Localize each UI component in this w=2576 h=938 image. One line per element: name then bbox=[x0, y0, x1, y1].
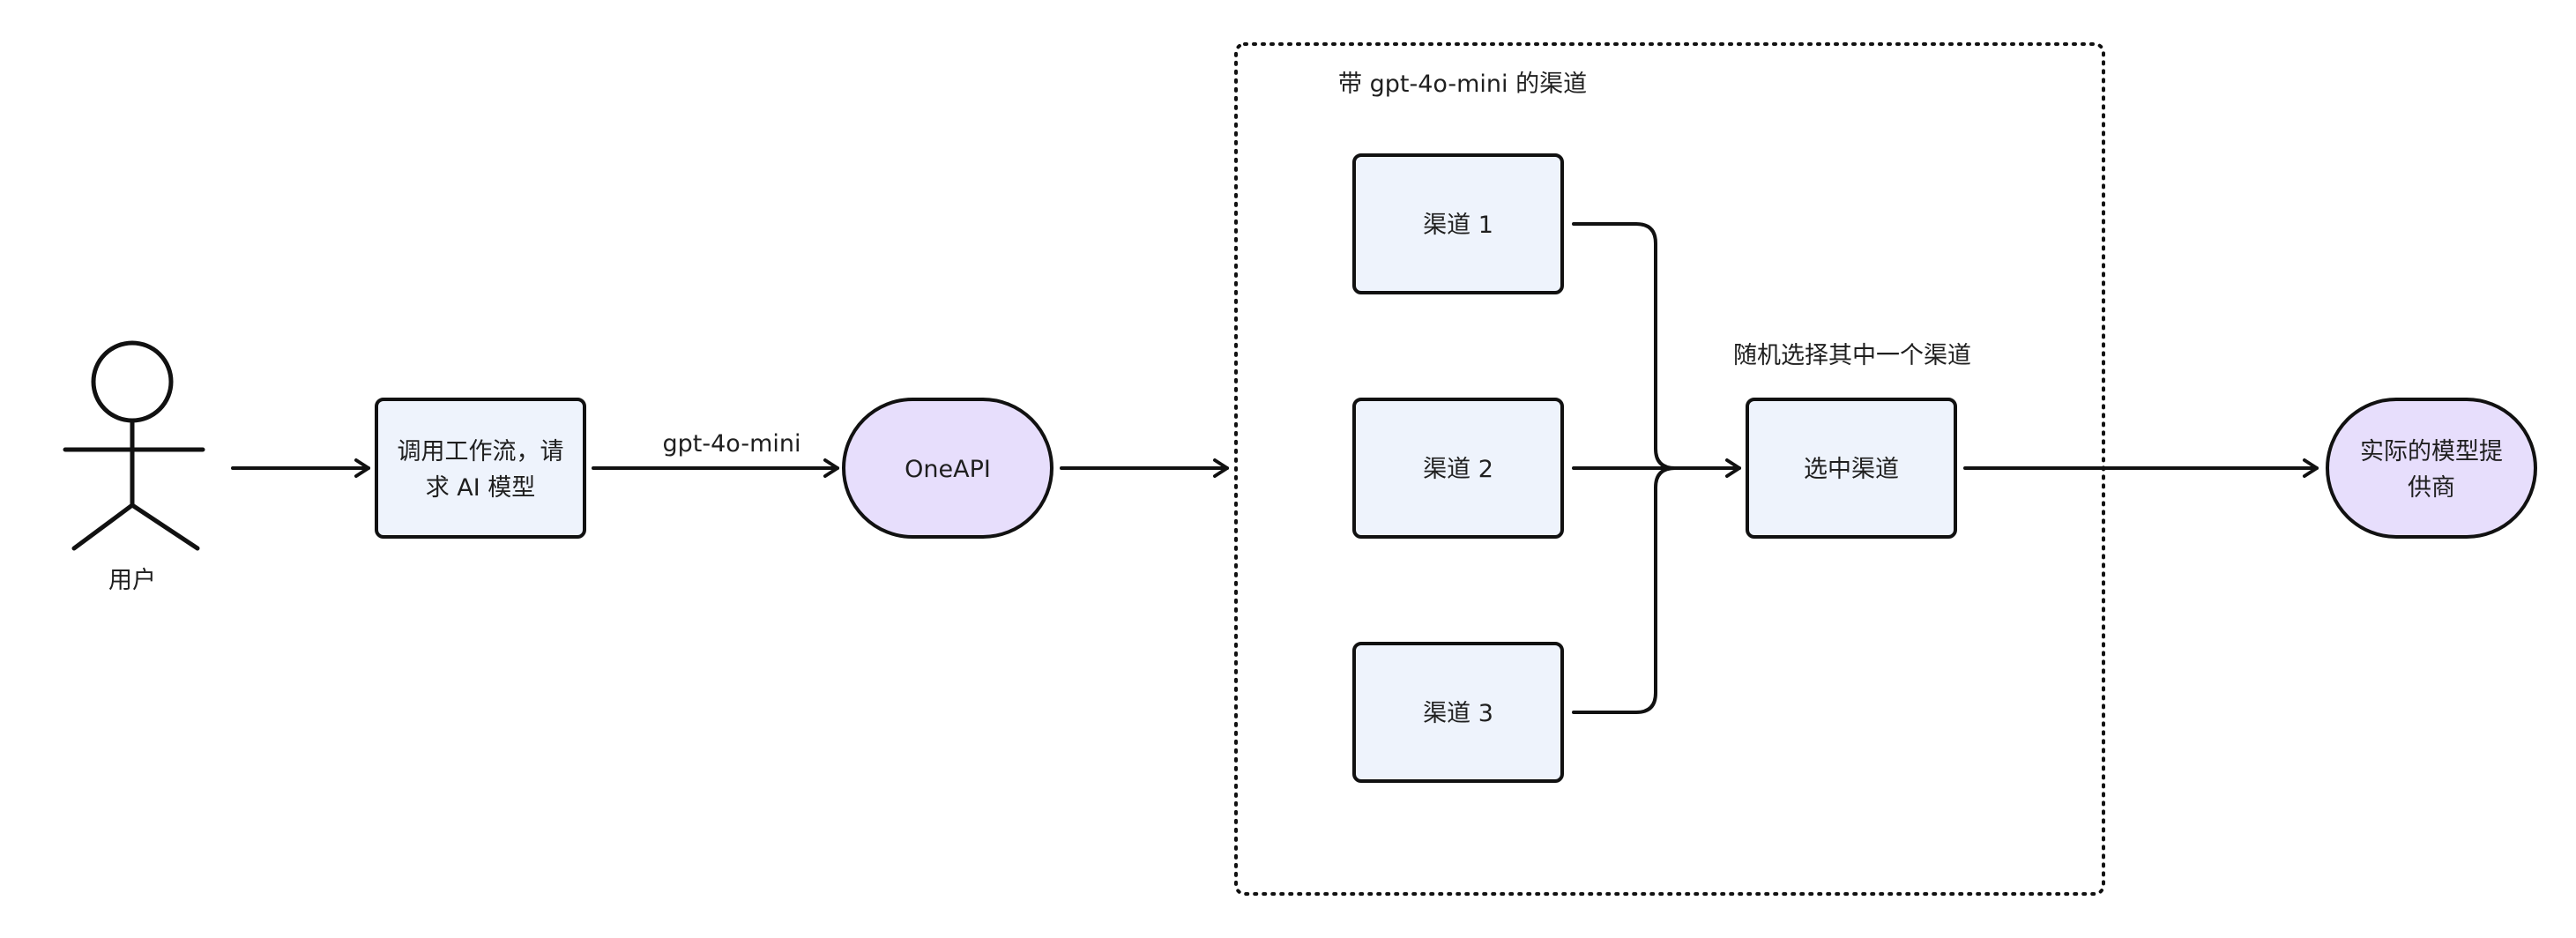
channel-2-node[interactable] bbox=[1352, 398, 1564, 539]
oneapi-node[interactable] bbox=[842, 398, 1053, 539]
provider-node[interactable] bbox=[2326, 398, 2537, 539]
channel-group-label: 带 gpt-4o-mini 的渠道 bbox=[1338, 71, 1587, 98]
request-node-label-line1: 调用工作流，请 bbox=[398, 438, 564, 465]
request-node[interactable] bbox=[375, 398, 586, 539]
edge-channel-3-to-selected[interactable] bbox=[1572, 466, 1738, 714]
channel-3-label: 渠道 3 bbox=[1423, 700, 1493, 727]
provider-node-label-line2: 供商 bbox=[2408, 474, 2455, 502]
selected-channel-label: 选中渠道 bbox=[1804, 456, 1899, 483]
provider-node-label-line1: 实际的模型提 bbox=[2360, 438, 2503, 465]
edge-request-to-oneapi-label: gpt-4o-mini bbox=[663, 430, 801, 458]
actor-leg-right bbox=[130, 502, 200, 551]
actor-head bbox=[91, 340, 174, 423]
actor-leg-left bbox=[71, 502, 135, 551]
request-node-label-line2: 求 AI 模型 bbox=[426, 474, 536, 502]
channel-3-node[interactable] bbox=[1352, 642, 1564, 783]
edge-channel-1-to-selected[interactable] bbox=[1572, 222, 1738, 470]
channel-2-label: 渠道 2 bbox=[1423, 456, 1493, 483]
edge-channels-to-selected-label: 随机选择其中一个渠道 bbox=[1733, 342, 1971, 369]
oneapi-node-label: OneAPI bbox=[905, 456, 991, 483]
channel-1-node[interactable] bbox=[1352, 153, 1564, 294]
channel-1-label: 渠道 1 bbox=[1423, 212, 1493, 239]
selected-channel-node[interactable] bbox=[1746, 398, 1957, 539]
user-actor[interactable] bbox=[63, 340, 205, 551]
actor-label: 用户 bbox=[108, 567, 156, 594]
